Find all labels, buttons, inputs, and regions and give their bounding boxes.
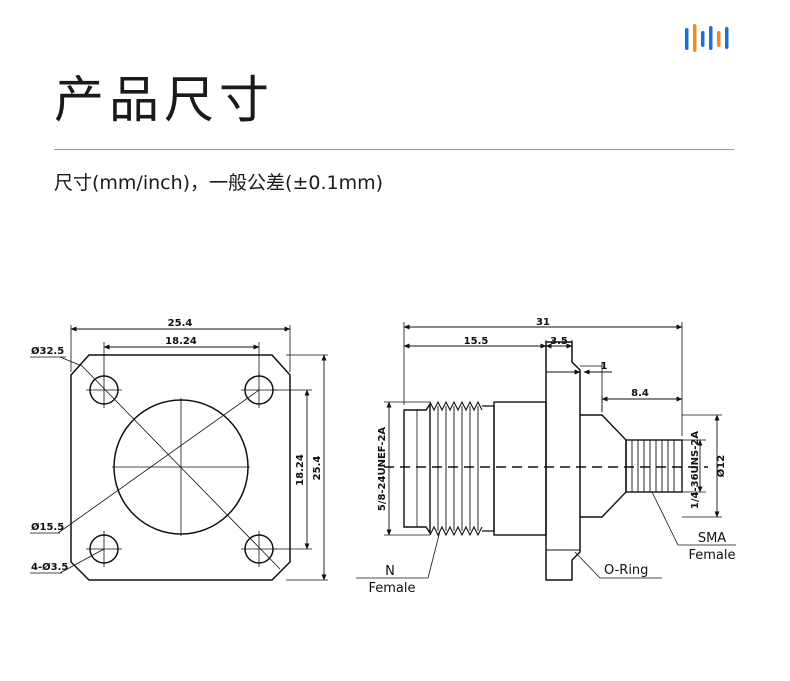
label-n: N [385,564,395,579]
dim-n-length: 15.5 [464,336,489,347]
page-title: 产品尺寸 [54,71,274,129]
dim-width-outer: 25.4 [168,318,193,329]
thread-sma: 1/4-36UNS-2A [690,431,701,509]
page-subtitle: 尺寸(mm/inch)，一般公差(±0.1mm) [54,172,384,194]
bars-logo-icon [685,24,729,52]
dim-height-holes: 18.24 [295,454,306,486]
dim-height-outer: 25.4 [312,456,323,481]
flange-outline [70,354,291,581]
dim-sma-dia: Ø12 [715,455,727,477]
label-holes: 4-Ø3.5 [31,561,68,573]
sma-cone [580,414,627,518]
flange-side [545,341,581,581]
label-center-dia: Ø15.5 [31,521,64,533]
sma-body [625,439,683,493]
label-oring: O-Ring [604,563,648,578]
dim-flange: 3.5 [550,336,568,347]
label-n-sub: Female [368,581,415,596]
label-sma: SMA [698,531,726,546]
label-sma-sub: Female [688,548,735,563]
n-threads [429,400,483,537]
n-body [493,401,547,536]
thread-n: 5/8-24UNEF-2A [377,427,388,512]
dim-sma-length: 8.4 [631,388,649,399]
side-view [356,322,736,581]
label-outer-dia: Ø32.5 [31,345,64,357]
dim-total-length: 31 [536,317,550,328]
dim-gap: 1 [601,361,608,372]
front-view [30,325,328,581]
dim-width-holes: 18.24 [165,336,197,347]
n-front-face [403,401,431,536]
divider [54,149,734,150]
